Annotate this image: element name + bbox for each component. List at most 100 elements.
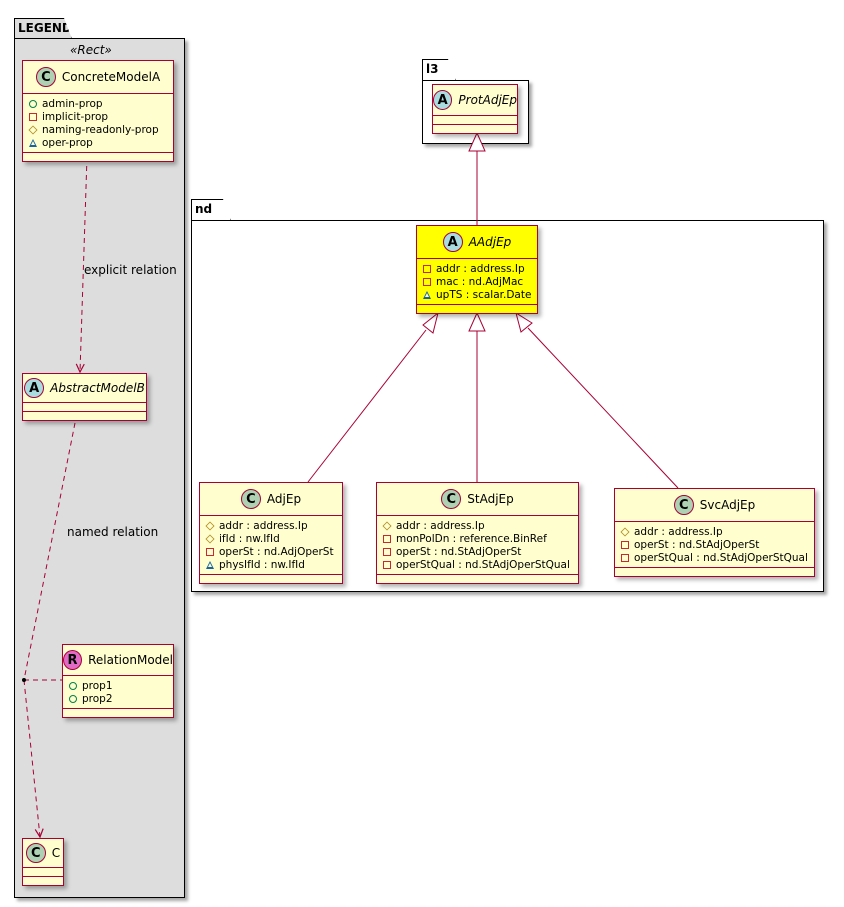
attribute-row: oper-prop (29, 136, 167, 149)
attribute-row: operSt : nd.StAdjOperSt (621, 538, 808, 551)
class-abstractB[interactable]: A AbstractModelB (22, 373, 147, 421)
class-icon: C (25, 843, 46, 863)
method-compartment (417, 305, 537, 313)
private-visibility-icon (621, 553, 629, 562)
class-name: StAdjEp (467, 492, 514, 506)
private-visibility-icon (383, 560, 391, 569)
public-visibility-icon (69, 694, 77, 703)
protected-visibility-icon (620, 526, 630, 537)
class-name: AbstractModelB (50, 381, 145, 395)
attribute-row: prop1 (69, 679, 167, 692)
inherit-svcadjep-aadjep (527, 327, 679, 489)
class-icon: C (441, 489, 462, 509)
class-header: C ConcreteModelA (23, 61, 173, 94)
class-icon: C (35, 67, 56, 87)
method-compartment (200, 575, 342, 583)
class-name: SvcAdjEp (699, 498, 756, 512)
attribute-compartment (23, 868, 63, 877)
nd-package-tab: nd (191, 199, 231, 221)
attribute-row: upTS : scalar.Date (423, 288, 531, 301)
attribute-row: physIfId : nw.IfId (206, 558, 336, 571)
package-visibility-icon (206, 560, 214, 569)
attribute-row: mac : nd.AdjMac (423, 275, 531, 288)
class-name: AdjEp (266, 492, 302, 506)
protected-visibility-icon (205, 520, 215, 531)
class-header: C AdjEp (200, 483, 342, 516)
named-relation-line-b (23, 679, 40, 837)
private-visibility-icon (206, 547, 214, 556)
attribute-row: prop2 (69, 692, 167, 705)
attribute-row: operSt : nd.AdjOperSt (206, 545, 336, 558)
attribute-text: operSt : nd.StAdjOperSt (634, 538, 760, 551)
class-header: A ProtAdjEp (433, 85, 517, 116)
protected-visibility-icon (382, 520, 392, 531)
attribute-text: upTS : scalar.Date (436, 288, 532, 301)
class-name: ProtAdjEp (458, 93, 517, 107)
method-compartment (23, 153, 173, 161)
attribute-text: addr : address.Ip (396, 519, 485, 532)
legend-stereotype: «Rect» (70, 43, 112, 57)
inherit-arrowhead (468, 131, 486, 152)
attribute-text: prop1 (82, 679, 113, 692)
public-visibility-icon (69, 681, 77, 690)
package-visibility-icon (29, 138, 37, 147)
inherit-arrowhead (468, 311, 486, 332)
attribute-compartment (433, 116, 517, 125)
class-protAdjEp[interactable]: A ProtAdjEp (432, 84, 518, 134)
private-visibility-icon (423, 264, 431, 273)
attribute-row: operStQual : nd.StAdjOperStQual (383, 558, 572, 571)
attribute-row: ifId : nw.IfId (205, 532, 336, 545)
attribute-text: naming-readonly-prop (42, 123, 159, 136)
method-compartment (433, 125, 517, 133)
private-visibility-icon (423, 277, 431, 286)
attribute-row: operStQual : nd.StAdjOperStQual (621, 551, 808, 564)
attribute-text: operSt : nd.AdjOperSt (219, 545, 334, 558)
attribute-text: monPolDn : reference.BinRef (396, 532, 547, 545)
legend-package (14, 38, 185, 898)
named-relation-line-a (23, 422, 76, 681)
method-compartment (23, 412, 146, 420)
class-header: C SvcAdjEp (615, 489, 814, 522)
method-compartment (63, 709, 173, 717)
class-icon: C (240, 489, 261, 509)
attribute-row: addr : address.Ip (620, 525, 808, 538)
private-visibility-icon (383, 534, 391, 543)
package-visibility-icon (423, 290, 431, 299)
named-relation-label: named relation (67, 525, 159, 539)
abstract-class-icon: A (442, 232, 463, 252)
attribute-row: monPolDn : reference.BinRef (383, 532, 572, 545)
class-header: A AbstractModelB (23, 374, 146, 403)
attribute-text: addr : address.Ip (219, 519, 308, 532)
method-compartment (23, 877, 63, 885)
private-visibility-icon (383, 547, 391, 556)
class-icon: C (673, 495, 694, 515)
association-dot (22, 678, 26, 682)
inherit-adjep-aadjep (307, 329, 427, 483)
class-name: ConcreteModelA (61, 70, 161, 84)
class-name: C (51, 846, 61, 860)
attribute-text: mac : nd.AdjMac (436, 275, 524, 288)
attribute-text: operStQual : nd.StAdjOperStQual (396, 558, 570, 571)
attribute-row: addr : address.Ip (423, 262, 531, 275)
abstract-class-icon: A (433, 90, 453, 110)
abstract-class-icon: A (24, 378, 45, 398)
public-visibility-icon (29, 99, 37, 108)
attribute-text: oper-prop (42, 136, 93, 149)
inherit-arrowhead (515, 311, 533, 333)
private-visibility-icon (29, 112, 37, 121)
attribute-compartment (23, 403, 146, 412)
